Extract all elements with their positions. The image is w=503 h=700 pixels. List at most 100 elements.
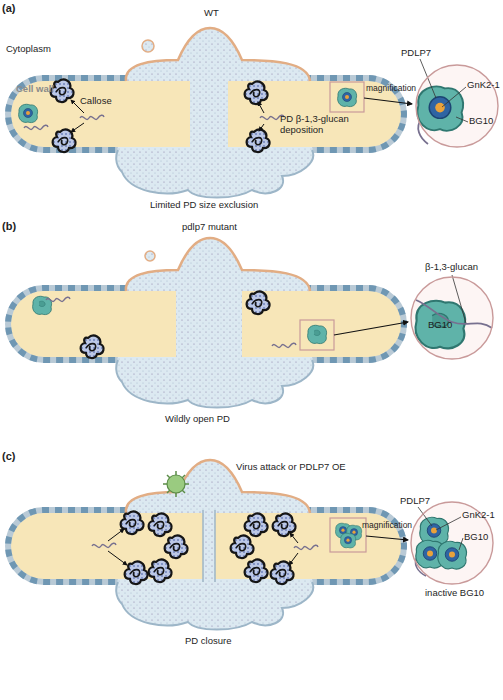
magnify-circle: [411, 277, 493, 359]
magnify-fill: [411, 277, 493, 359]
bg10-protein-free: [416, 301, 465, 349]
callose-deposit: [149, 514, 172, 537]
callose-deposit: [271, 562, 294, 585]
magnify-outline: [410, 276, 494, 360]
virus-body: [167, 475, 185, 493]
figure-label: WT: [204, 8, 219, 19]
cell-base: [8, 28, 404, 198]
magnify-box: [330, 82, 364, 112]
deposition-arrow: [108, 529, 124, 541]
cell-base: [8, 238, 404, 408]
magnified-view: PDLP7GnK2-1BG10inactive BG10: [410, 501, 494, 585]
leader-line: [452, 275, 466, 323]
bg10-complex: [338, 88, 357, 106]
figure-label: (a): [2, 2, 15, 15]
protein-label: inactive BG10: [425, 588, 484, 599]
glucan-strand: [24, 125, 48, 129]
protein-label: BG10: [464, 532, 488, 543]
virus-spike: [167, 475, 185, 493]
figure-label: Callose: [80, 96, 112, 107]
leader-line: [436, 517, 461, 530]
callose-deposit: [247, 292, 270, 315]
magnify-circle: [416, 65, 498, 147]
callose-deposit: [231, 536, 254, 559]
magnified-view: β-1,3-glucanBG10: [410, 276, 494, 360]
magnified-view: PDLP7GnK2-1BG10: [415, 64, 499, 148]
figure-label: Limited PD size exclusion: [150, 200, 258, 211]
callose-deposit: [245, 82, 268, 105]
leader-line: [459, 538, 463, 550]
protein-label: GnK2-1: [467, 80, 500, 91]
glucan-strand: [46, 297, 70, 301]
bg10-complex-large: [417, 87, 463, 131]
glucan-strand: [80, 115, 104, 119]
magnify-fill: [416, 65, 498, 147]
magnify-arrow: [364, 98, 412, 104]
callose-deposit: [121, 512, 144, 535]
magnify-arrow: [334, 322, 408, 335]
virus: [163, 471, 189, 497]
leader-line: [442, 87, 466, 107]
leader-line: [456, 117, 468, 122]
protein-label: BG10: [428, 320, 452, 331]
vesicle: [145, 251, 155, 261]
bg10-protein-large: [416, 301, 465, 349]
figure-label: Cell wall: [16, 84, 54, 95]
glucan-strand: [294, 545, 318, 549]
figure-label: magnification: [366, 84, 416, 94]
figure-label: Cytoplasm: [6, 44, 51, 55]
bg10-protein-free: [308, 325, 327, 343]
pd-channel-open: [176, 288, 242, 360]
magnify-outline: [415, 64, 499, 148]
vesicle: [142, 40, 154, 52]
protein-label: β-1,3-glucan: [425, 262, 478, 273]
panel-a: [8, 28, 498, 198]
magnify-box: [300, 320, 334, 350]
figure-label: magnification: [362, 521, 412, 531]
bg10-complex: [438, 541, 467, 569]
callose-deposit: [81, 336, 104, 359]
virus-spike: [167, 475, 185, 493]
bg10-complex: [417, 87, 463, 131]
protein-label: BG10: [469, 116, 493, 127]
callose-deposit: [51, 80, 74, 103]
membrane: [202, 510, 204, 582]
callose-deposit: [245, 514, 268, 537]
figure-label: pdlp7 mutant: [182, 222, 237, 233]
protein-label: PDLP7: [401, 48, 431, 59]
deposition-arrow: [71, 123, 84, 132]
bg10-cluster: [335, 523, 361, 548]
magnify-box: [330, 518, 366, 552]
glucan-strand: [272, 343, 296, 347]
figure-label: PD closure: [185, 636, 231, 647]
callose-deposit: [125, 562, 148, 585]
cell-wall: [188, 513, 203, 579]
pd-channel-closed: [203, 510, 215, 582]
protein-label: GnK2-1: [462, 510, 495, 521]
deposition-arrow: [258, 102, 264, 113]
protein-label: PDLP7: [400, 496, 430, 507]
deposition-arrow: [108, 551, 127, 565]
deposition-arrow: [289, 553, 298, 565]
panel-b: [8, 238, 493, 408]
cell-base: [8, 460, 404, 630]
callose-deposit: [53, 130, 76, 153]
callose-deposit: [149, 560, 172, 583]
deposition-arrow: [290, 533, 298, 543]
callose-deposit: [245, 560, 268, 583]
pd-channel: [190, 78, 228, 150]
membrane: [214, 510, 216, 582]
deposition-arrow: [259, 124, 264, 131]
magnify-arrow: [366, 536, 408, 540]
figure-label: Wildly open PD: [165, 414, 230, 425]
panel-c: [8, 460, 493, 630]
callose-deposit: [273, 514, 296, 537]
figure-label: Virus attack or PDLP7 OE: [236, 462, 346, 473]
bg10-complex-large: [438, 541, 467, 569]
figure-label: (c): [2, 450, 15, 463]
bg10-complex: [19, 104, 38, 122]
figure-label: (b): [2, 220, 16, 233]
callose-deposit: [165, 536, 188, 559]
glucan-line: [416, 300, 492, 328]
